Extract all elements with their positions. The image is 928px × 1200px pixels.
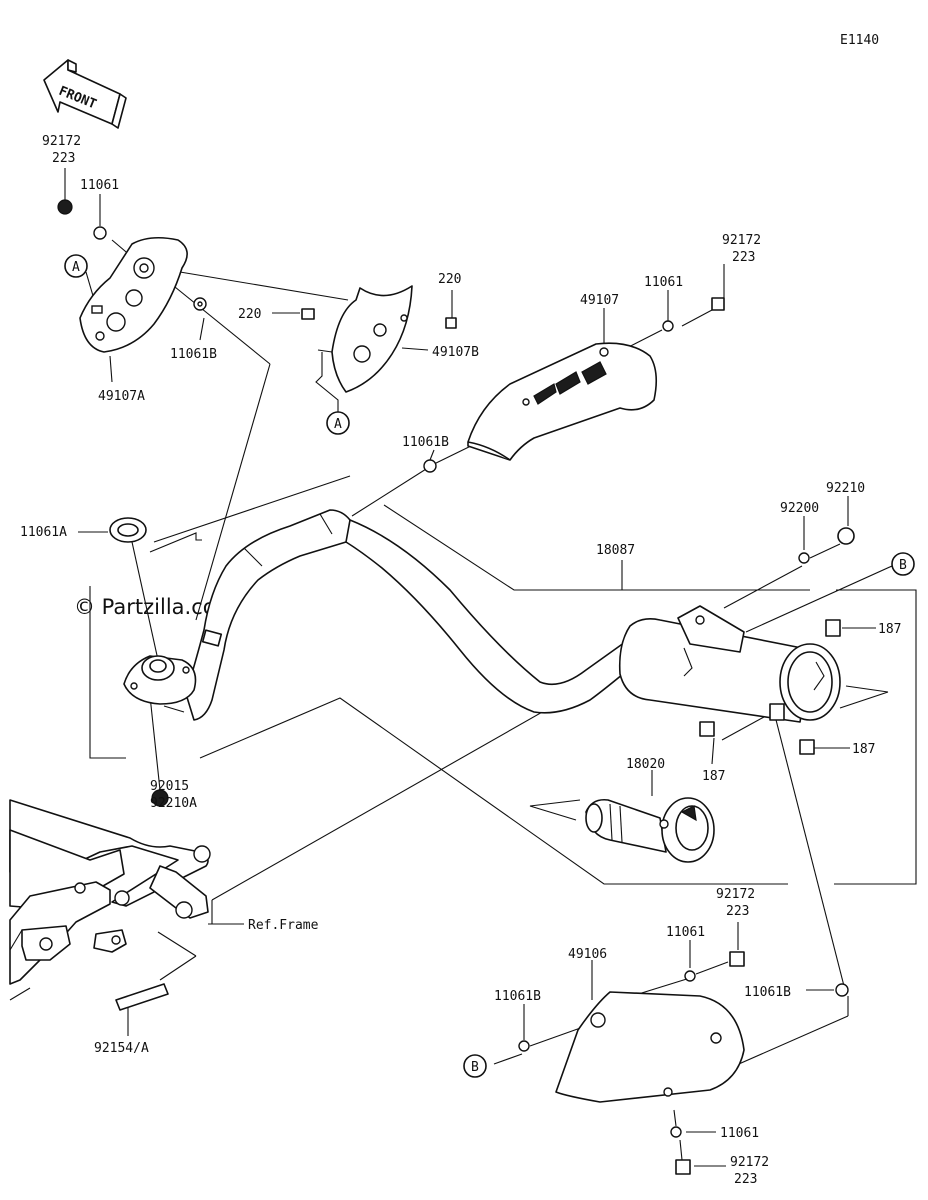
label-11061: 11061	[80, 178, 119, 193]
label-92172: 92172	[42, 134, 81, 149]
exhaust-pipe-18087	[123, 509, 641, 721]
label-11061A: 11061A	[20, 525, 67, 540]
svg-text:B: B	[899, 558, 907, 573]
label-11061B: 11061B	[170, 347, 217, 362]
ref-frame-label: Ref.Frame	[248, 918, 319, 933]
label-49107B: 49107B	[432, 345, 479, 360]
label-92172: 92172	[716, 887, 755, 902]
label-92015: 92015	[150, 779, 189, 794]
label-92210A: 92210A	[150, 796, 197, 811]
label-92210: 92210	[826, 481, 865, 496]
label-220: 220	[238, 307, 261, 322]
label-11061B: 11061B	[402, 435, 449, 450]
label-18087: 18087	[596, 543, 635, 558]
label-11061B: 11061B	[494, 989, 541, 1004]
callout-a-mid: A	[326, 411, 350, 435]
label-92172: 92172	[730, 1155, 769, 1170]
label-223: 223	[52, 151, 75, 166]
svg-text:B: B	[471, 1060, 479, 1075]
label-92154A: 92154/A	[94, 1041, 149, 1056]
leader-lines	[64, 168, 917, 1167]
label-49106: 49106	[568, 947, 607, 962]
heat-shield-49107A	[79, 236, 188, 353]
label-92172: 92172	[722, 233, 761, 248]
front-arrow-icon: FRONT	[43, 59, 127, 129]
label-223: 223	[732, 250, 755, 265]
muffler	[618, 605, 841, 723]
label-187: 187	[878, 622, 901, 637]
hardware	[57, 199, 855, 1175]
callout-a-top: A	[64, 254, 88, 278]
diagram-code: E1140	[840, 33, 879, 48]
label-11061: 11061	[720, 1126, 759, 1141]
label-49107: 49107	[580, 293, 619, 308]
svg-text:A: A	[334, 417, 342, 432]
svg-text:A: A	[72, 260, 80, 275]
label-11061B: 11061B	[744, 985, 791, 1000]
label-49107A: 49107A	[98, 389, 145, 404]
heat-shield-49107	[467, 342, 658, 461]
label-18020: 18020	[626, 757, 665, 772]
callout-b-bottom: B	[463, 1054, 487, 1078]
part-labels: 92172 223 11061 49107A 11061B 220 220 49…	[20, 134, 901, 1187]
spark-arrester-18020	[585, 797, 715, 863]
label-92200: 92200	[780, 501, 819, 516]
callout-b-right: B	[891, 552, 915, 576]
label-223: 223	[726, 904, 749, 919]
label-11061: 11061	[666, 925, 705, 940]
label-187: 187	[852, 742, 875, 757]
label-11061: 11061	[644, 275, 683, 290]
label-223: 223	[734, 1172, 757, 1187]
heat-shield-49107B	[317, 285, 413, 393]
label-220: 220	[438, 272, 461, 287]
frame-reference	[9, 799, 211, 1001]
label-187: 187	[702, 769, 725, 784]
heat-shield-49106	[555, 991, 745, 1103]
